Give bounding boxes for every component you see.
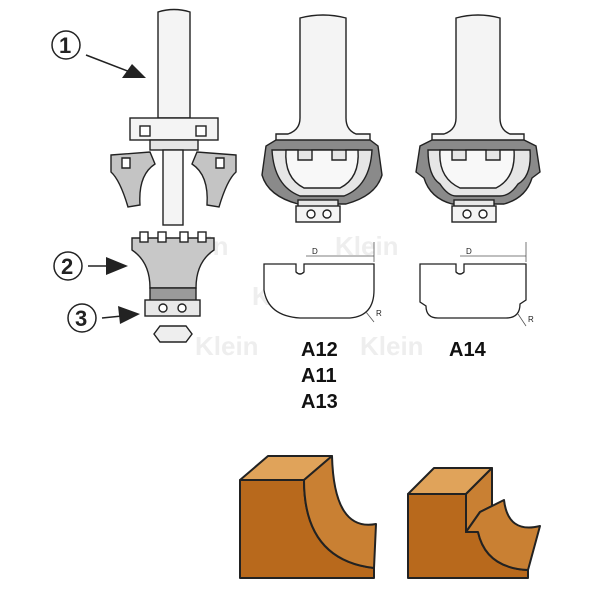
- pilot-shaft: [162, 149, 184, 226]
- callout-number-3: 3: [75, 306, 87, 331]
- nut: [153, 325, 193, 343]
- knife-right: [191, 151, 237, 208]
- wood-right-curve: [465, 499, 541, 571]
- wood-profile-icon: [407, 467, 541, 579]
- wood-left-curve: [303, 455, 377, 569]
- profile-a14: D R: [419, 242, 534, 327]
- code-a14: A14: [449, 339, 487, 361]
- router-bit-icon: [261, 14, 383, 223]
- exploded-router-bit: [110, 8, 237, 343]
- watermark-2: Klein: [335, 231, 399, 261]
- callout-number-2: 2: [61, 254, 73, 279]
- dim-r-a12: R: [376, 309, 382, 318]
- dim-r-a14: R: [528, 315, 534, 324]
- code-a12: A12: [301, 339, 338, 361]
- dim-d-a12: D: [312, 247, 318, 256]
- callout-1: 1: [51, 30, 146, 78]
- profile-a12: D R: [263, 242, 382, 323]
- knife-left: [110, 151, 156, 208]
- wood-profile-icon: [239, 455, 377, 579]
- watermark-5: Klein: [360, 331, 424, 361]
- arrow-icon: [88, 257, 128, 275]
- arrow-icon: [85, 54, 146, 78]
- watermarks: Klein Klein Klein Klein Klein: [165, 231, 424, 361]
- callout-2: 2: [53, 251, 128, 281]
- code-a11: A11: [301, 365, 337, 387]
- callout-3: 3: [67, 303, 140, 333]
- code-a13: A13: [301, 391, 338, 413]
- bearing: [144, 299, 201, 317]
- shank: [157, 8, 191, 119]
- router-bit-icon: [415, 14, 541, 223]
- model-codes: A12 A11 A13 A14: [301, 339, 487, 413]
- dim-d-a14: D: [466, 247, 472, 256]
- callout-number-1: 1: [59, 33, 71, 58]
- watermark-4: Klein: [195, 331, 259, 361]
- arrow-icon: [101, 306, 140, 324]
- cutter-body: [131, 237, 215, 289]
